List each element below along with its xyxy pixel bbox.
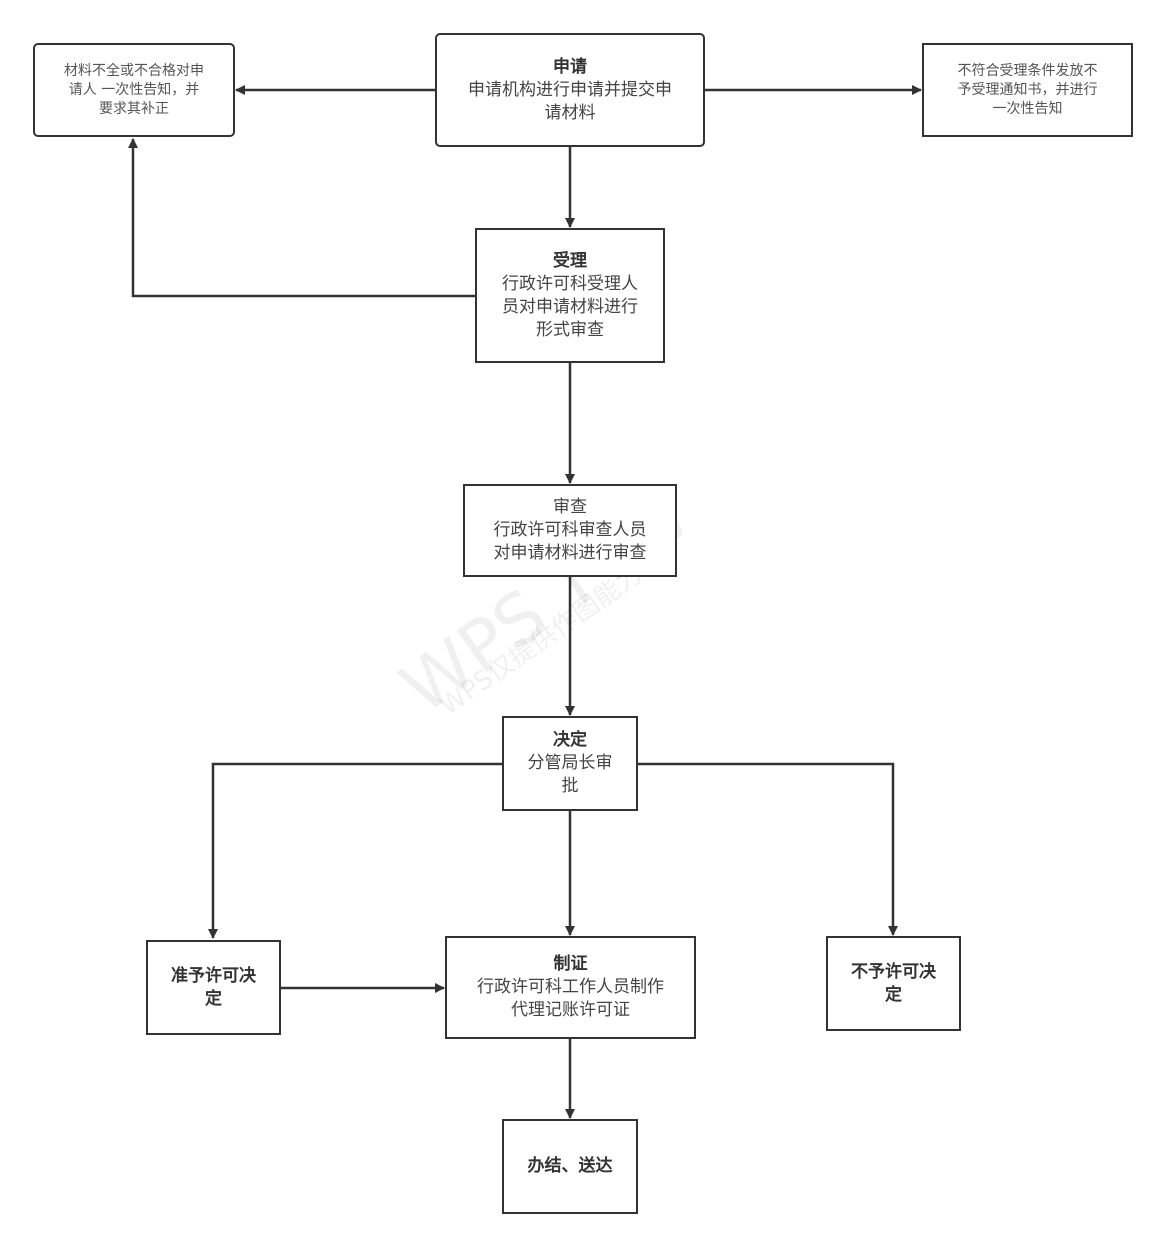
node-decide-title: 决定	[553, 730, 587, 750]
node-certify-title: 制证	[553, 954, 588, 974]
node-supplement-line: 要求其补正	[99, 100, 169, 117]
node-certify-line: 行政许可科工作人员制作	[477, 977, 664, 997]
node-certify-line: 代理记账许可证	[511, 1000, 630, 1020]
node-apply-line: 请材料	[544, 102, 596, 123]
node-decide-line: 分管局长审	[527, 753, 613, 773]
node-supplement-line: 材料不全或不合格对申	[64, 62, 204, 79]
node-reject-notice-line: 不符合受理条件发放不	[957, 62, 1098, 79]
node-supplement[interactable]: 材料不全或不合格对申 请人 一次性告知，并 要求其补正	[33, 43, 235, 137]
node-accept-line: 形式审查	[536, 319, 604, 340]
node-deny[interactable]: 不予许可决 定	[826, 936, 961, 1031]
node-accept[interactable]: 受理 行政许可科受理人 员对申请材料进行 形式审查	[475, 228, 665, 363]
node-apply-title: 申请	[553, 56, 587, 77]
node-accept-line: 行政许可科受理人	[502, 273, 638, 294]
node-certify[interactable]: 制证 行政许可科工作人员制作 代理记账许可证	[445, 936, 696, 1039]
edge-accept-to-supplement	[128, 138, 476, 298]
node-accept-title: 受理	[553, 250, 587, 271]
node-reject-notice-line: 一次性告知	[992, 100, 1063, 117]
node-deny-line: 定	[885, 984, 902, 1005]
node-reject-notice[interactable]: 不符合受理条件发放不 予受理通知书，并进行 一次性告知	[922, 43, 1133, 137]
node-finish[interactable]: 办结、送达	[502, 1119, 638, 1214]
node-review-title: 审查	[553, 497, 587, 517]
node-apply[interactable]: 申请 申请机构进行申请并提交申 请材料	[435, 33, 705, 147]
node-reject-notice-line: 予受理通知书，并进行	[957, 81, 1098, 98]
node-review[interactable]: 审查 行政许可科审查人员 对申请材料进行审查	[463, 484, 677, 577]
node-grant[interactable]: 准予许可决 定	[146, 940, 281, 1035]
node-grant-line: 定	[205, 988, 222, 1009]
node-finish-line: 办结、送达	[527, 1156, 613, 1176]
node-apply-line: 申请机构进行申请并提交申	[468, 79, 672, 100]
node-decide[interactable]: 决定 分管局长审 批	[502, 716, 638, 811]
node-review-line: 行政许可科审查人员	[493, 520, 647, 540]
node-accept-line: 员对申请材料进行	[502, 296, 638, 317]
node-review-line: 对申请材料进行审查	[493, 543, 647, 563]
node-grant-line: 准予许可决	[171, 965, 256, 986]
node-deny-line: 不予许可决	[851, 961, 936, 982]
node-decide-line: 批	[561, 776, 579, 796]
edge-decide-to-grant	[208, 762, 502, 939]
node-supplement-line: 请人 一次性告知，并	[68, 81, 200, 98]
edge-decide-to-deny	[637, 762, 898, 936]
